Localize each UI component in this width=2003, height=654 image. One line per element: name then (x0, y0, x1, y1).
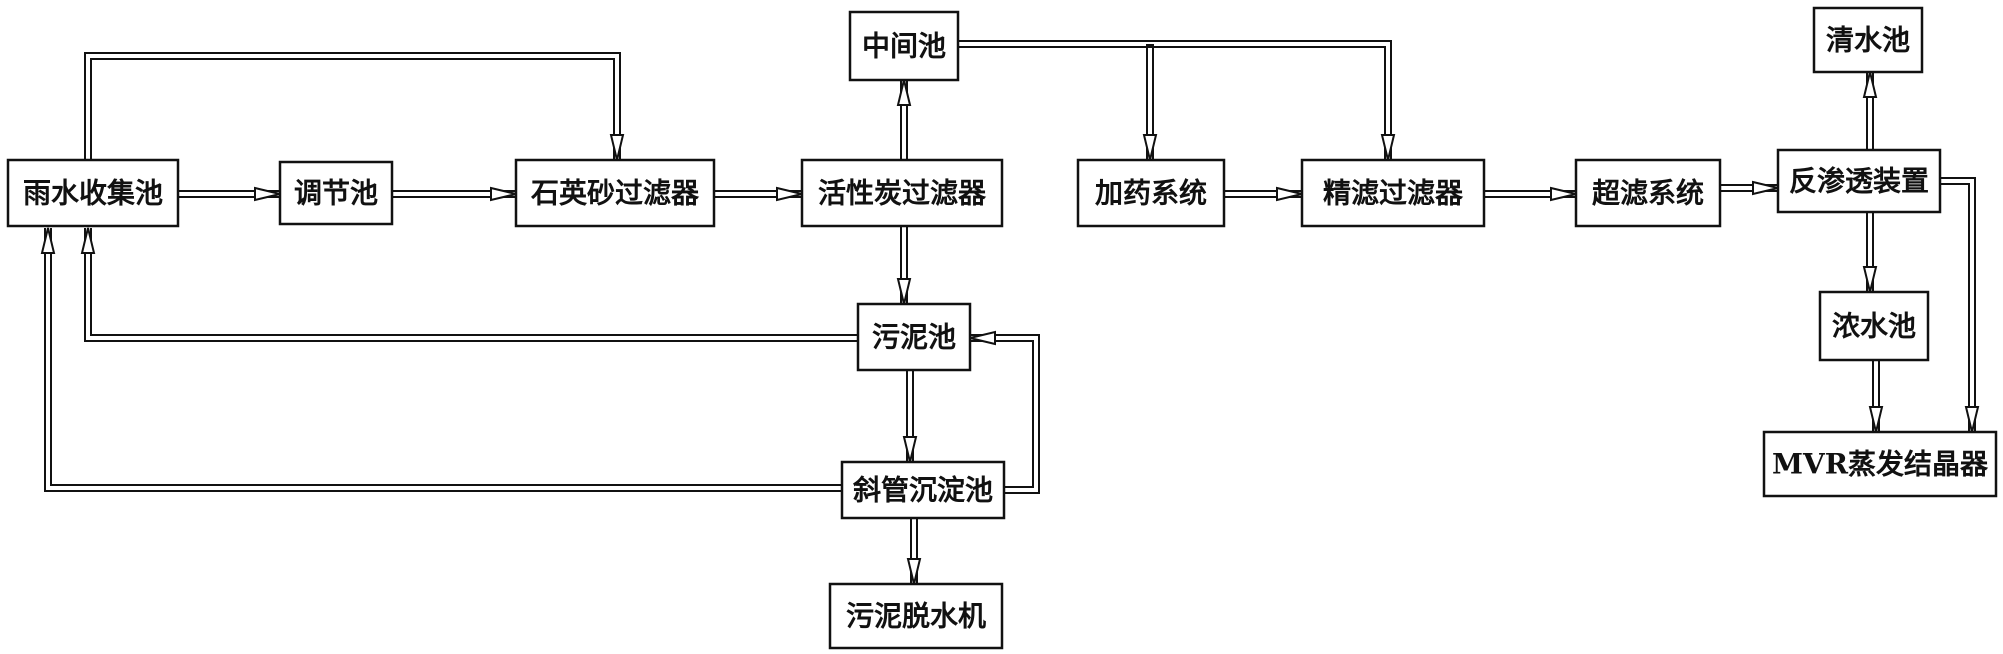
node-ultrafiltration-system-label: 超滤系统 (1592, 177, 1704, 210)
node-dosing-system-label: 加药系统 (1095, 177, 1207, 210)
flow-sludge-tank-to-rain (80, 227, 858, 342)
node-reverse-osmosis-unit: 反渗透装置 (1776, 148, 1942, 214)
flow-rain-bypass-to-quartz (84, 52, 625, 161)
node-sludge-dewatering-machine: 污泥脱水机 (828, 582, 1004, 650)
node-ultrafiltration-system: 超滤系统 (1574, 158, 1722, 228)
node-mvr-crystallizer: MVR蒸发结晶器 (1762, 430, 1998, 498)
node-rainwater-tank: 雨水收集池 (6, 158, 180, 228)
flow-settler-to-sludge-tank (969, 330, 1040, 494)
node-activated-carbon-filter: 活性炭过滤器 (800, 158, 1004, 228)
node-equalization-tank: 调节池 (278, 160, 394, 226)
node-quartz-sand-filter: 石英砂过滤器 (514, 158, 716, 228)
node-inclined-tube-settler-label: 斜管沉淀池 (853, 474, 993, 507)
node-inclined-tube-settler: 斜管沉淀池 (840, 460, 1006, 520)
node-concentrate-tank-label: 浓水池 (1832, 310, 1916, 343)
node-mvr-crystallizer-label: MVR蒸发结晶器 (1772, 448, 1989, 481)
node-quartz-sand-filter-label: 石英砂过滤器 (530, 177, 700, 210)
node-reverse-osmosis-unit-label: 反渗透装置 (1789, 165, 1929, 198)
flow-connectors (40, 40, 1980, 585)
node-sludge-tank-label: 污泥池 (872, 321, 956, 354)
node-sludge-dewatering-machine-label: 污泥脱水机 (846, 600, 986, 633)
node-equalization-tank-label: 调节池 (294, 177, 378, 210)
node-intermediate-tank: 中间池 (848, 10, 960, 82)
node-sludge-tank: 污泥池 (856, 302, 972, 372)
flow-intermediate-to-dosing-precision (958, 40, 1396, 161)
node-precision-filter: 精滤过滤器 (1300, 158, 1486, 228)
flow-settler-to-rain (40, 227, 842, 492)
node-activated-carbon-filter-label: 活性炭过滤器 (818, 177, 987, 210)
node-clear-water-tank: 清水池 (1812, 6, 1924, 74)
flow-ro-to-mvr (1940, 177, 1980, 433)
process-units: 雨水收集池 调节池 石英砂过滤器 活性炭过滤器 中间池 加药系统 精滤过滤器 (6, 6, 1998, 650)
node-concentrate-tank: 浓水池 (1818, 290, 1930, 362)
node-clear-water-tank-label: 清水池 (1826, 24, 1910, 57)
node-dosing-system: 加药系统 (1076, 158, 1226, 228)
node-precision-filter-label: 精滤过滤器 (1323, 177, 1464, 210)
node-rainwater-tank-label: 雨水收集池 (23, 177, 163, 210)
node-intermediate-tank-label: 中间池 (862, 30, 946, 63)
